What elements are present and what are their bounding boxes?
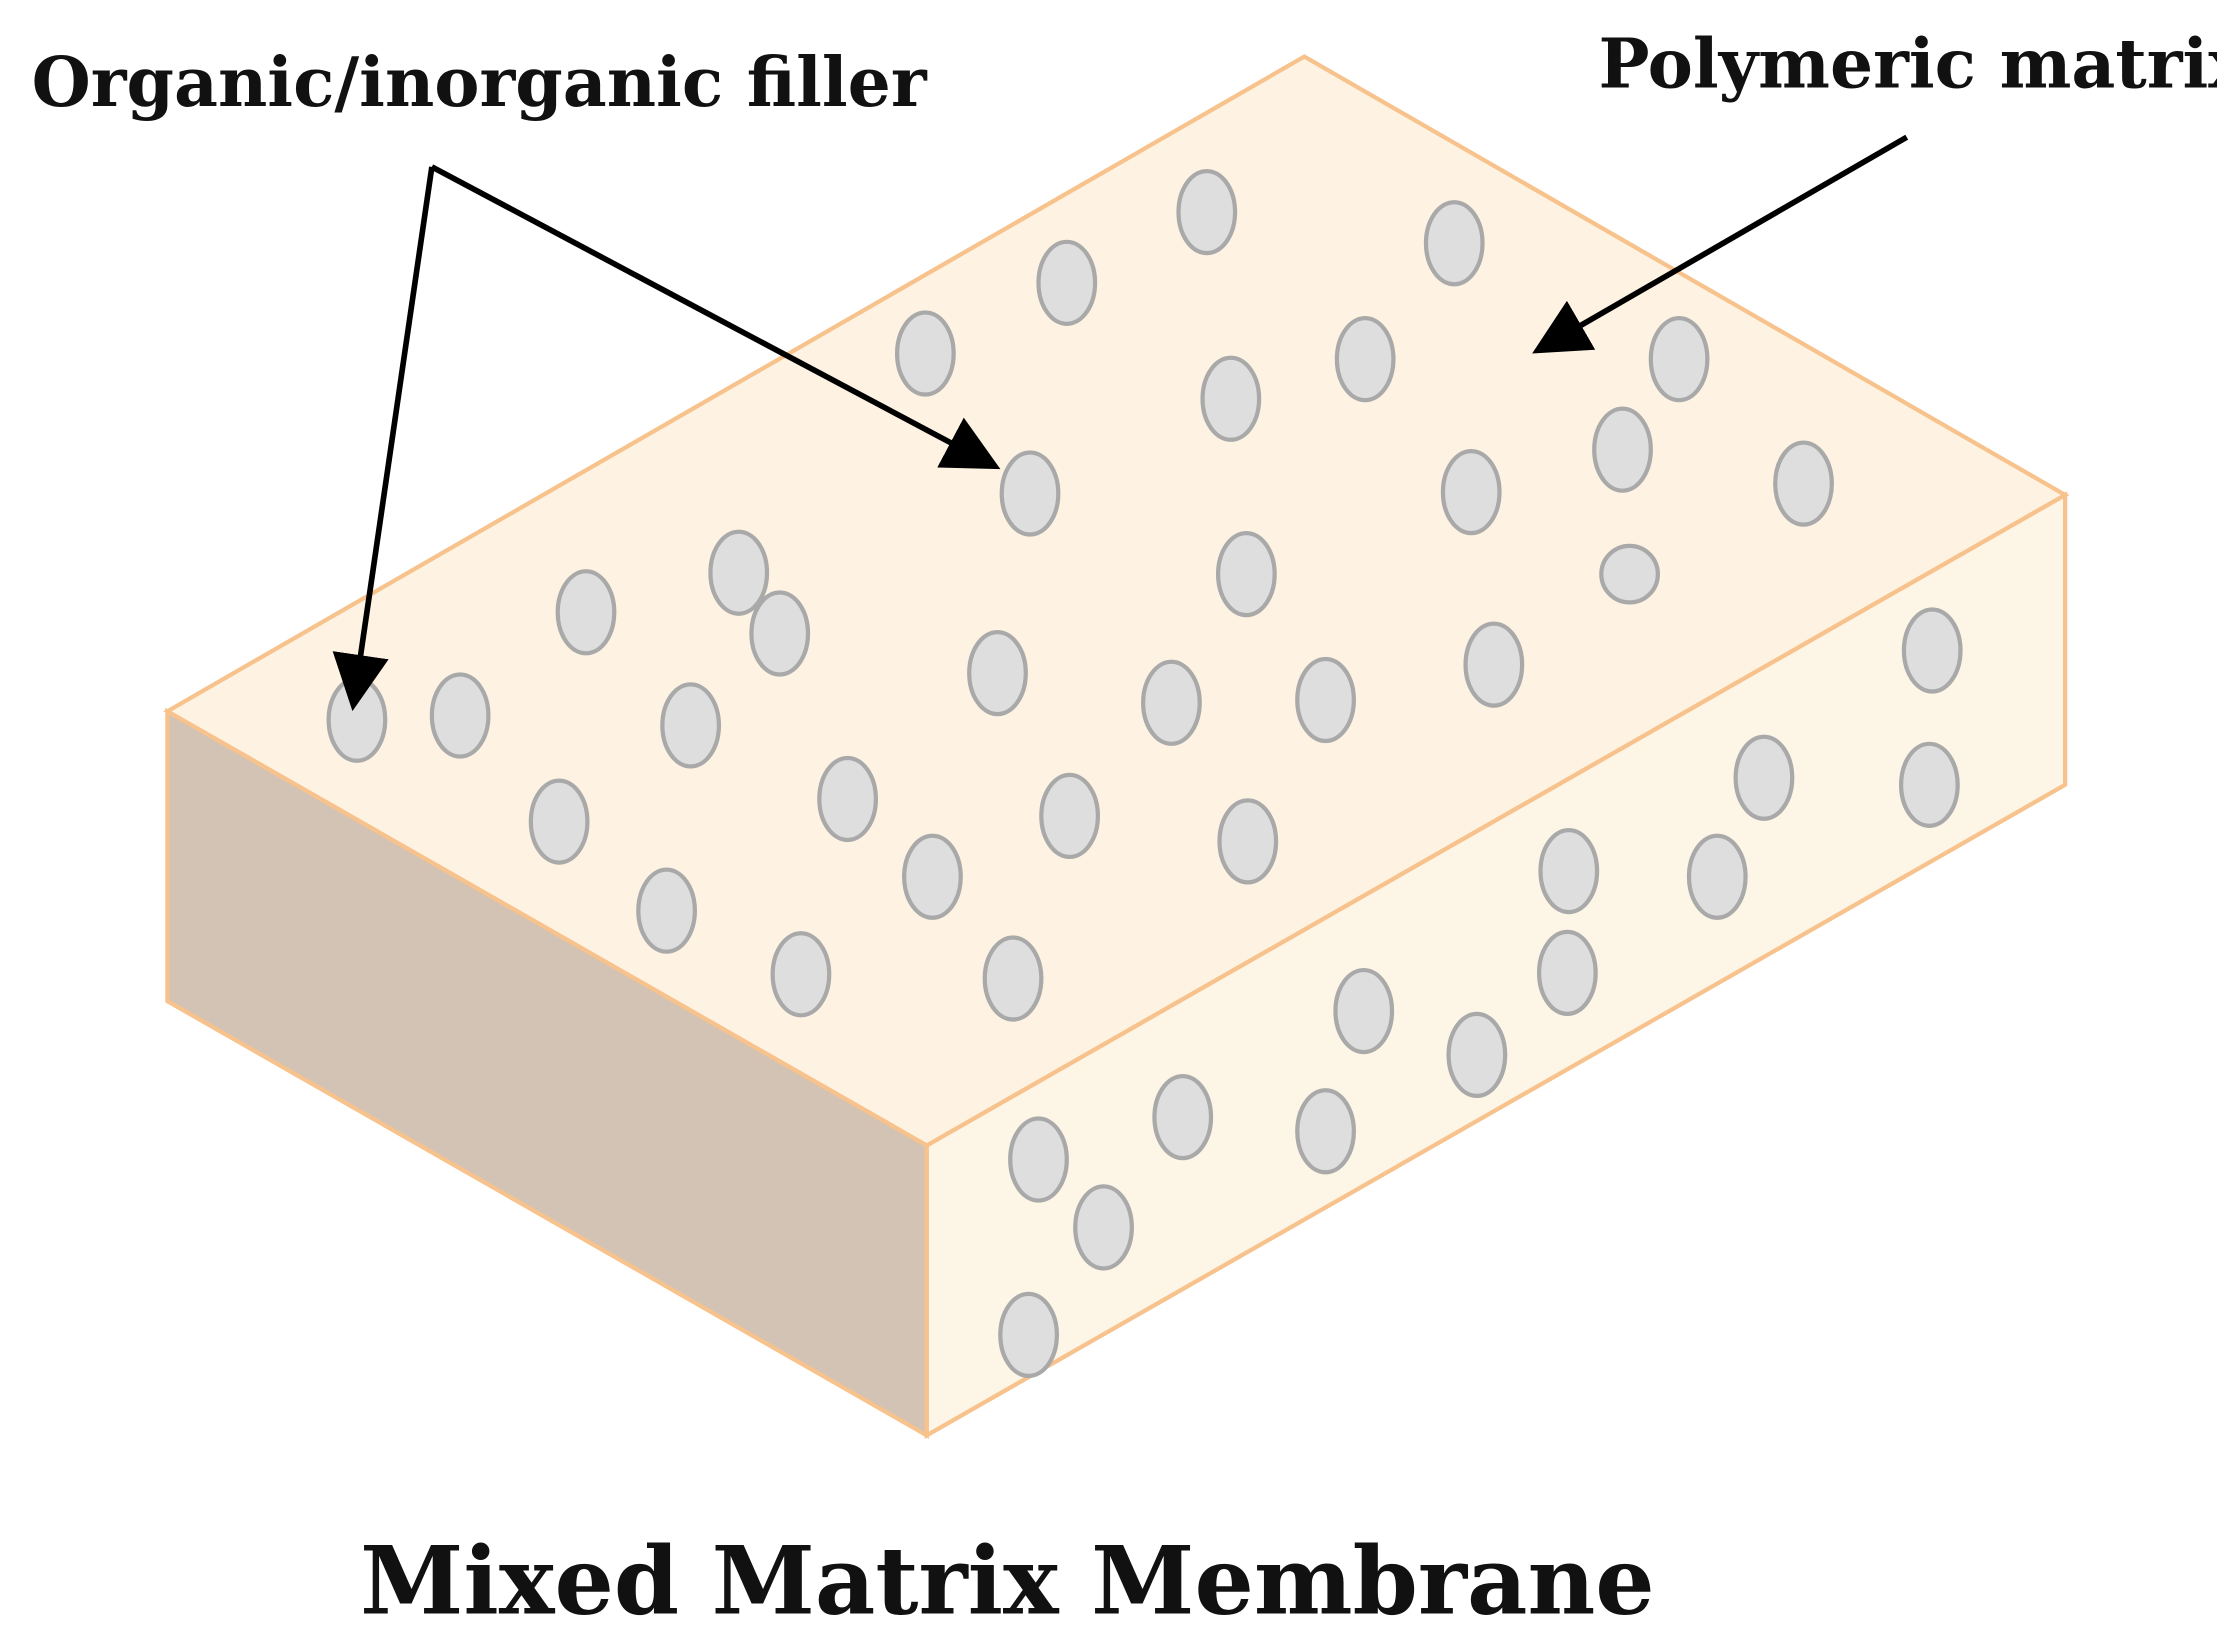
filler-particle — [1686, 833, 1748, 920]
diagram-title: Mixed Matrix Membrane — [360, 1526, 1655, 1636]
filler-arrow-to-edge-particle — [332, 166, 435, 712]
filler-particle — [1901, 607, 1963, 694]
filler-particle — [967, 629, 1028, 717]
filler-particle — [555, 569, 617, 656]
filler-label: Organic/inorganic filler — [32, 43, 928, 123]
filler-particle — [1295, 656, 1356, 744]
filler-particle — [1200, 355, 1262, 442]
filler-particle — [1446, 1011, 1508, 1099]
filler-particle — [1141, 659, 1202, 746]
filler-particle — [708, 529, 770, 616]
filler-particle — [1008, 1116, 1069, 1203]
filler-particle — [1538, 827, 1600, 915]
filler-particle — [902, 833, 963, 920]
filler-particle — [1217, 798, 1279, 885]
matrix-label: Polymeric matrix — [1598, 25, 2217, 105]
filler-particle — [429, 672, 491, 759]
filler-particle — [1423, 200, 1485, 287]
filler-particle — [999, 450, 1061, 537]
filler-particle — [1334, 316, 1396, 403]
filler-particle — [1152, 1074, 1214, 1161]
filler-particle — [817, 755, 879, 843]
filler-particle — [1295, 1088, 1356, 1175]
filler-particle — [1648, 316, 1710, 403]
filler-particle — [1733, 734, 1795, 821]
filler-particle — [528, 778, 590, 865]
filler-particle — [1073, 1184, 1134, 1271]
leader-arrows — [332, 134, 1909, 712]
filler-particle — [982, 935, 1044, 1022]
filler-particle — [998, 1291, 1060, 1379]
filler-particle — [1592, 406, 1653, 493]
matrix-arrow — [1532, 134, 1909, 354]
filler-particle — [660, 682, 722, 769]
filler-particle — [1536, 929, 1598, 1017]
filler-particle — [636, 867, 697, 954]
filler-particle — [1039, 772, 1101, 860]
filler-particle — [770, 931, 832, 1018]
filler-particles — [326, 168, 1963, 1379]
filler-particle — [749, 590, 811, 677]
filler-particle — [1599, 543, 1660, 605]
filler-particle — [1440, 448, 1502, 536]
filler-particle — [1333, 967, 1395, 1055]
filler-particle — [894, 310, 956, 397]
filler-particle — [1176, 168, 1238, 256]
filler-particle — [1215, 530, 1277, 618]
filler-particle — [1036, 239, 1098, 326]
filler-particle — [1773, 440, 1834, 527]
filler-particle — [1898, 741, 1960, 828]
filler-particle — [1463, 621, 1525, 708]
filler-arrow-to-particle — [430, 164, 1001, 470]
